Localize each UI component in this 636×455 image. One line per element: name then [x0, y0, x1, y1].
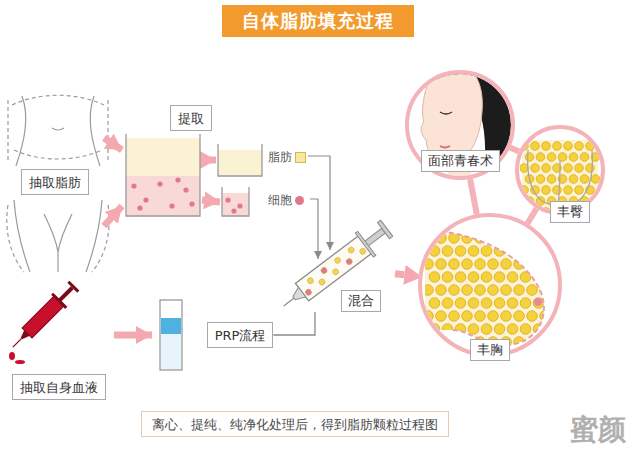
beakers: [126, 134, 262, 216]
legend-item: 细胞: [268, 192, 304, 209]
title-banner: 自体脂肪填充过程: [222, 5, 414, 37]
connector: [395, 274, 404, 275]
legend-text: 脂肪: [268, 149, 292, 166]
process-box: 提取: [170, 105, 212, 131]
caption-text: 离心、提纯、纯净化处理后，得到脂肪颗粒过程图: [152, 417, 438, 432]
legend-swatch: [295, 152, 306, 163]
legend-swatch: [295, 196, 304, 205]
prp-tube: [160, 300, 182, 370]
connector: [470, 179, 477, 214]
watermark-text: 蜜颜: [570, 413, 626, 446]
node-label: 丰臀: [550, 201, 590, 223]
node-label: 丰胸: [470, 339, 510, 361]
blood-syringe: [6, 279, 82, 355]
treatment-circle: 丰臀: [515, 125, 605, 215]
node-label: 面部青春术: [421, 150, 500, 172]
node-label: PRP流程: [215, 328, 266, 343]
connector: [510, 148, 519, 152]
caption-box: 离心、提纯、纯净化处理后，得到脂肪颗粒过程图: [141, 411, 449, 437]
treatment-circle: 面部青春术: [405, 70, 515, 180]
node-label: 抽取自身血液: [20, 380, 98, 395]
blood-drops: [9, 352, 25, 364]
legend-item: 脂肪: [268, 149, 306, 166]
node-label: 提取: [178, 111, 204, 126]
leader-lines: [308, 156, 330, 259]
connector: [273, 312, 315, 335]
breast-figure: [422, 217, 558, 353]
mixing-syringe: [275, 216, 396, 318]
watermark: 蜜颜: [570, 411, 626, 449]
abdomen-figure: [8, 95, 108, 166]
syringe-node: 混合: [283, 222, 395, 312]
node-label: 抽取脂肪: [29, 175, 81, 190]
process-box: 抽取自身血液: [12, 374, 106, 400]
process-box: PRP流程: [207, 322, 274, 348]
treatment-circle: 丰胸: [418, 213, 562, 357]
connector: [527, 208, 536, 223]
legend-text: 细胞: [268, 192, 292, 209]
face-figure: [409, 57, 523, 190]
thigh-figure: [7, 200, 109, 272]
process-box: 抽取脂肪: [21, 169, 89, 195]
node-label: 混合: [341, 290, 381, 312]
title-text: 自体脂肪填充过程: [242, 10, 394, 31]
